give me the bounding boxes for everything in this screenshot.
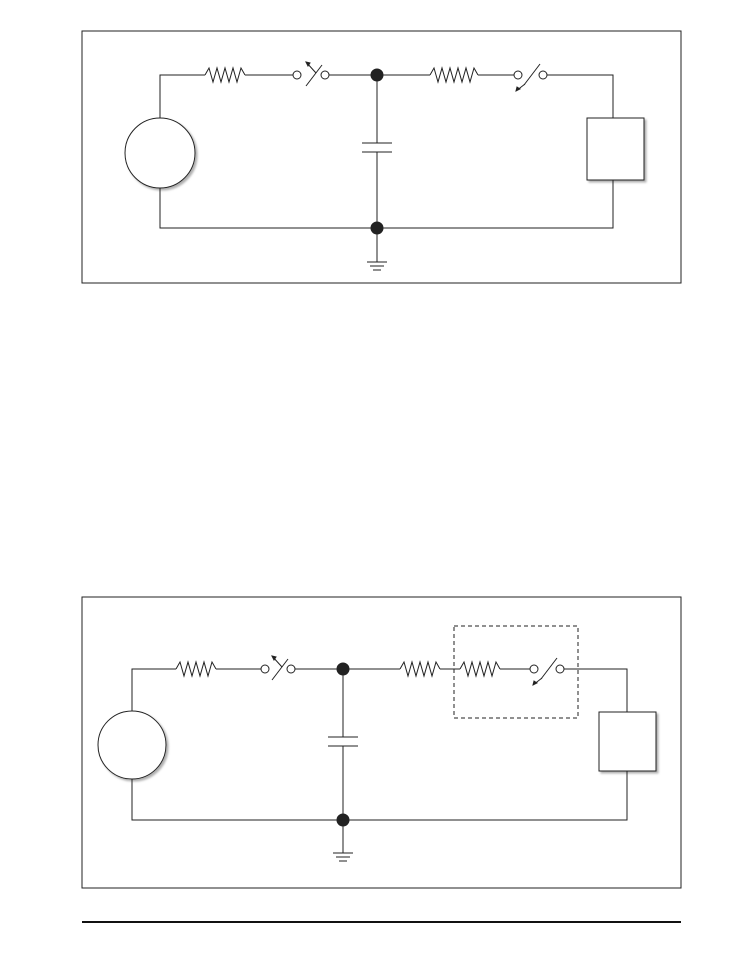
capacitor	[328, 669, 358, 820]
voltage-source	[97, 710, 167, 780]
dashed-box	[453, 625, 579, 719]
load-box	[598, 711, 657, 772]
bottom-wire	[131, 771, 628, 821]
resistor	[399, 660, 441, 678]
ground-symbol	[333, 820, 353, 862]
circuit-diagram-top	[81, 30, 682, 284]
switch	[513, 63, 548, 92]
switch	[292, 61, 330, 87]
capacitor	[362, 75, 392, 228]
ground-symbol	[367, 228, 387, 271]
resistor	[204, 66, 246, 84]
switch	[260, 655, 296, 681]
resistor	[459, 660, 501, 678]
voltage-source	[124, 117, 196, 189]
resistor	[175, 660, 217, 678]
switch	[529, 657, 565, 686]
top-wire	[159, 74, 614, 118]
load-box	[586, 117, 645, 181]
bottom-wire	[159, 180, 614, 229]
figure-frame	[81, 596, 682, 889]
resistor	[429, 66, 479, 84]
circuit-diagram-bottom	[81, 596, 682, 889]
top-wire	[131, 668, 628, 712]
figure-frame	[81, 30, 682, 284]
